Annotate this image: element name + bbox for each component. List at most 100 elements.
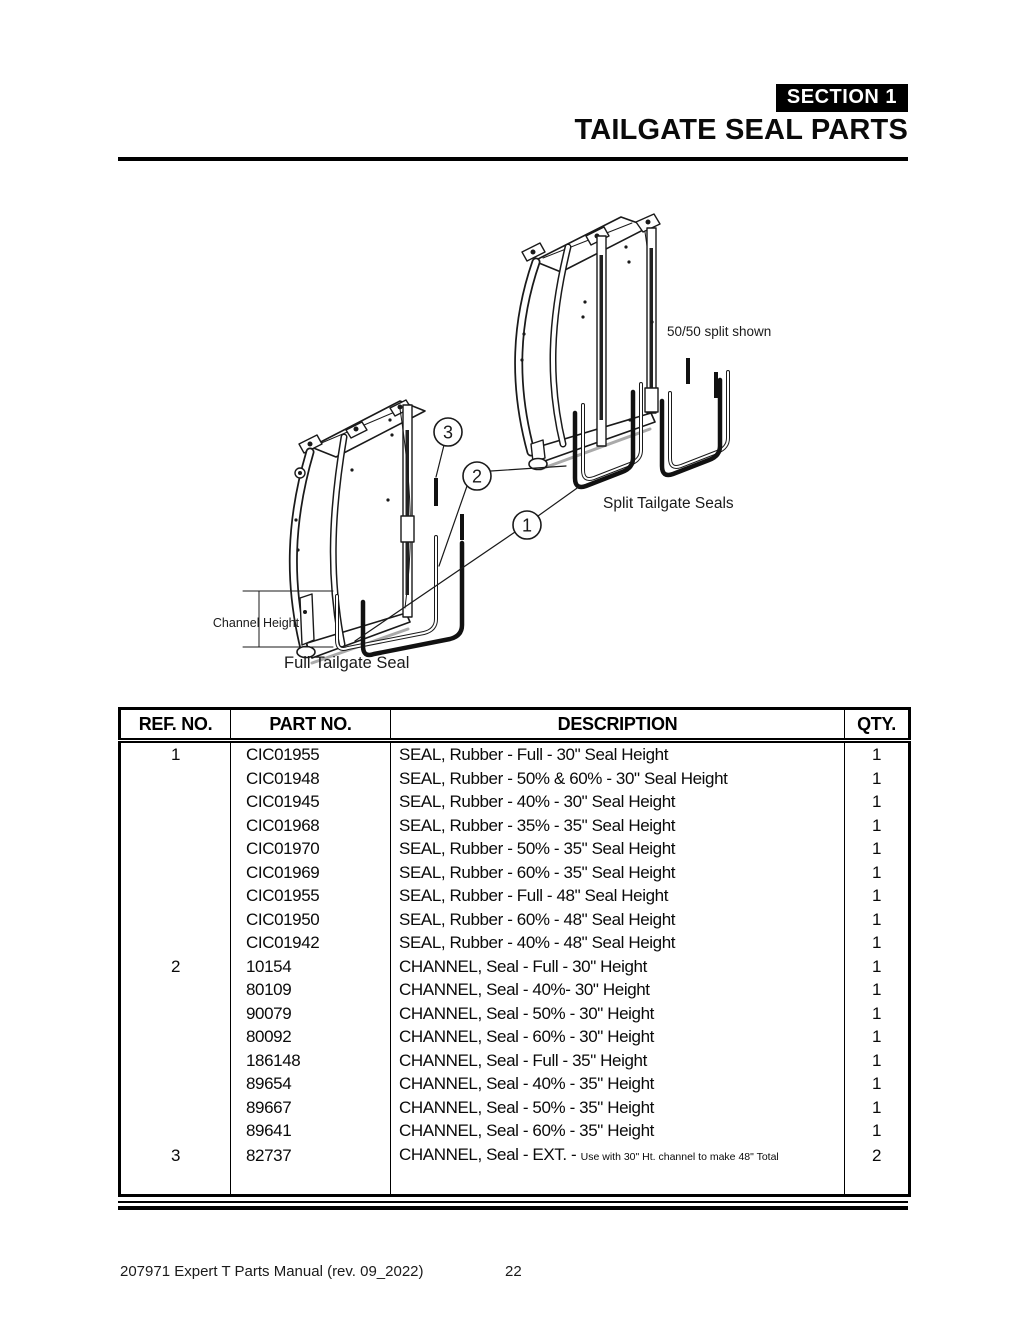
channel-height-dimension (242, 590, 334, 648)
header-part-no: PART NO. (230, 708, 391, 743)
cell-part: 89667 (230, 1095, 391, 1119)
filler-cell (844, 1169, 910, 1195)
split-seals-label: Split Tailgate Seals (603, 495, 734, 512)
cell-desc: CHANNEL, Seal - 50% - 35" Height (390, 1095, 845, 1119)
cell-qty: 1 (844, 1119, 910, 1143)
page-number: 22 (505, 1263, 522, 1280)
cell-ref (120, 931, 231, 955)
callout-2: 2 (438, 461, 567, 567)
tailgate-seal-diagram: 3 2 1 50/50 split shown Split Tailgate S… (180, 190, 800, 695)
cell-part: CIC01955 (230, 740, 391, 767)
cell-desc: SEAL, Rubber - 40% - 30" Seal Height (390, 790, 845, 814)
cell-part: 89641 (230, 1119, 391, 1143)
cell-desc: CHANNEL, Seal - 60% - 30" Height (390, 1025, 845, 1049)
cell-ref (120, 837, 231, 861)
cell-qty: 1 (844, 766, 910, 790)
table-header-row: REF. NO. PART NO. DESCRIPTION QTY. (119, 708, 910, 743)
cell-ref (120, 1096, 231, 1120)
cell-part: 80109 (230, 978, 391, 1002)
cell-part: 10154 (230, 954, 391, 978)
cell-ref (120, 790, 231, 814)
page-footer: 207971 Expert T Parts Manual (rev. 09_20… (120, 1263, 910, 1280)
channel-height-label: Channel Height (213, 616, 300, 630)
callout-1-number: 1 (522, 516, 532, 536)
full-tailgate-drawing (288, 399, 426, 665)
cell-part: 186148 (230, 1048, 391, 1072)
split-tailgate-drawing (514, 213, 661, 471)
cell-desc: CHANNEL, Seal - 40% - 35" Height (390, 1072, 845, 1096)
cell-ref (120, 767, 231, 791)
cell-desc: CHANNEL, Seal - Full - 30" Height (390, 954, 845, 978)
cell-part: CIC01950 (230, 907, 391, 931)
cell-part: CIC01970 (230, 837, 391, 861)
cell-qty: 1 (844, 1025, 910, 1049)
cell-qty: 1 (844, 884, 910, 908)
cell-desc: SEAL, Rubber - 35% - 35" Seal Height (390, 813, 845, 837)
full-seal-label: Full Tailgate Seal (284, 654, 409, 672)
cell-ref: 2 (170, 956, 181, 976)
cell-qty: 1 (844, 837, 910, 861)
split-note-label: 50/50 split shown (667, 324, 771, 339)
cell-desc-note: Use with 30" Ht. channel to make 48" Tot… (580, 1150, 779, 1163)
header-qty: QTY. (844, 708, 910, 743)
cell-qty: 1 (844, 813, 910, 837)
cell-qty: 1 (844, 1095, 910, 1119)
cell-ref: 3 (170, 1146, 181, 1165)
cell-part: CIC01968 (230, 813, 391, 837)
cell-desc: SEAL, Rubber - 60% - 35" Seal Height (390, 860, 845, 884)
cell-qty: 1 (844, 954, 910, 978)
page-header: SECTION 1 TAILGATE SEAL PARTS (118, 84, 908, 147)
cell-qty: 1 (844, 931, 910, 955)
cell-qty: 1 (844, 978, 910, 1002)
callout-1: 1 (354, 485, 581, 642)
cell-ref (120, 884, 231, 908)
cell-desc: CHANNEL, Seal - 40%- 30" Height (390, 978, 845, 1002)
cell-ref (120, 1119, 231, 1143)
header-ref-no: REF. NO. (119, 708, 231, 743)
cell-ref (120, 1049, 231, 1073)
full-seal-drawings (335, 478, 465, 658)
cell-ref (120, 978, 231, 1002)
cell-qty: 1 (844, 740, 910, 767)
footer-text: 207971 Expert T Parts Manual (rev. 09_20… (120, 1263, 424, 1280)
cell-desc: SEAL, Rubber - 60% - 48" Seal Height (390, 907, 845, 931)
header-description: DESCRIPTION (390, 708, 845, 743)
cell-part: CIC01955 (230, 884, 391, 908)
cell-desc: SEAL, Rubber - 50% & 60% - 30" Seal Heig… (390, 766, 845, 790)
cell-part: CIC01945 (230, 790, 391, 814)
cell-ref (120, 908, 231, 932)
cell-ref (120, 1025, 231, 1049)
cell-desc: SEAL, Rubber - Full - 30" Seal Height (390, 740, 845, 767)
cell-desc: CHANNEL, Seal - 50% - 30" Height (390, 1001, 845, 1025)
section-badge: SECTION 1 (775, 84, 908, 112)
callout-2-number: 2 (472, 467, 482, 487)
cell-desc: SEAL, Rubber - Full - 48" Seal Height (390, 884, 845, 908)
cell-part: CIC01942 (230, 931, 391, 955)
cell-ref (120, 861, 231, 885)
cell-desc: CHANNEL, Seal - 60% - 35" Height (390, 1119, 845, 1143)
cell-part: 89654 (230, 1072, 391, 1096)
cell-desc: CHANNEL, Seal - EXT. - Use with 30" Ht. … (390, 1142, 845, 1169)
cell-qty: 2 (844, 1142, 910, 1169)
cell-ref (120, 1072, 231, 1096)
cell-desc: CHANNEL, Seal - Full - 35" Height (390, 1048, 845, 1072)
filler-cell (390, 1169, 845, 1195)
cell-ref (120, 1002, 231, 1026)
